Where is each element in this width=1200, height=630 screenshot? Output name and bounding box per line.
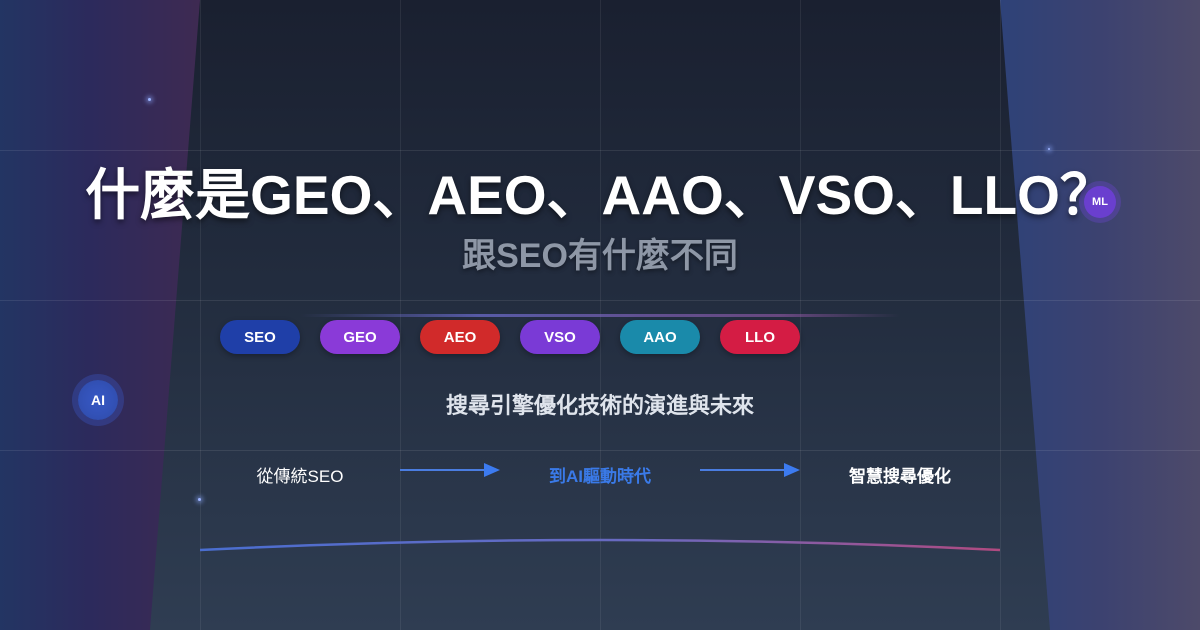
star-dot (198, 498, 201, 501)
tag-llo: LLO (720, 320, 800, 354)
flow-step-3: 智慧搜尋優化 (849, 467, 951, 486)
grid-line (0, 150, 1200, 151)
tag-vso: VSO (520, 320, 600, 354)
tag-aao: AAO (620, 320, 700, 354)
tagline: 搜尋引擎優化技術的演進與未來 (445, 393, 754, 418)
left-gradient-panel (0, 0, 200, 630)
ai-badge-label: AI (91, 392, 105, 408)
tag-aeo: AEO (420, 320, 500, 354)
ml-badge-icon: ML (1084, 186, 1116, 218)
flow-step-2: 到AI驅動時代 (549, 467, 651, 486)
page-subtitle: 跟SEO有什麼不同 (462, 237, 738, 275)
tag-seo: SEO (220, 320, 300, 354)
ai-badge-icon: AI (78, 380, 118, 420)
arrow-right-icon (700, 463, 800, 477)
decorative-line (300, 314, 900, 317)
grid-line (200, 0, 201, 630)
grid-line (0, 450, 1200, 451)
tag-list: SEO GEO AEO VSO AAO LLO (220, 320, 800, 354)
grid-line (0, 300, 1200, 301)
star-dot (148, 98, 151, 101)
star-dot (1048, 148, 1050, 150)
tag-geo: GEO (320, 320, 400, 354)
page-title: 什麼是GEO、AEO、AAO、VSO、LLO？ (85, 164, 1115, 226)
decorative-curve (200, 538, 1000, 552)
grid-line (1000, 0, 1001, 630)
arrow-right-icon (400, 463, 500, 477)
right-gradient-panel (1000, 0, 1200, 630)
ml-badge-label: ML (1092, 196, 1108, 208)
flow-step-1: 從傳統SEO (256, 467, 344, 486)
